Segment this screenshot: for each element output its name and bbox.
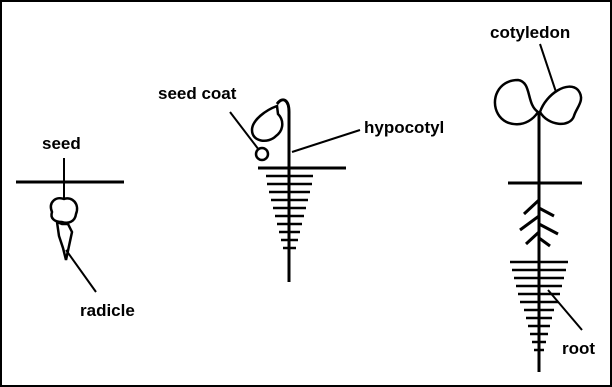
cotyledon-right	[540, 87, 581, 124]
seed-coat-label: seed coat	[158, 84, 237, 103]
radicle-label: radicle	[80, 301, 135, 320]
seed-body	[51, 198, 77, 222]
cotyledon-left	[495, 80, 538, 124]
hypocotyl-pointer	[292, 130, 360, 152]
seed-label: seed	[42, 134, 81, 153]
root-label: root	[562, 339, 595, 358]
radicle-pointer	[66, 250, 96, 292]
stage-3-seedling: cotyledon root	[490, 23, 595, 372]
stage-2-seedling: seed coat hypocotyl	[158, 84, 444, 282]
stage-1-seed: seed radicle	[16, 134, 135, 320]
cotyledon-pointer	[540, 44, 556, 92]
cotyledon-folded	[252, 106, 282, 141]
hypocotyl-label: hypocotyl	[364, 118, 444, 137]
cotyledon-label: cotyledon	[490, 23, 570, 42]
